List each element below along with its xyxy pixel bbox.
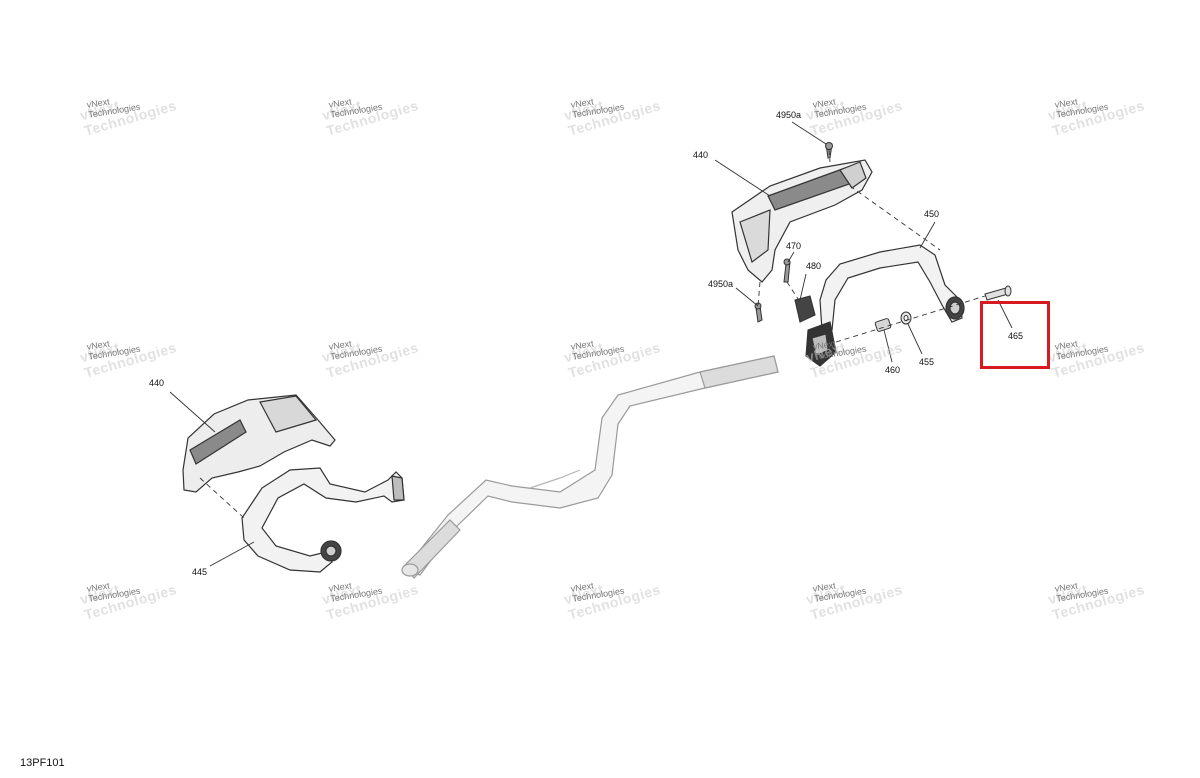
- callout-455[interactable]: 455: [919, 357, 935, 367]
- callout-4950a-top[interactable]: 4950a: [776, 110, 802, 120]
- clamp-480: [794, 295, 837, 367]
- alignment-lines: [199, 149, 986, 519]
- spacer-460: [874, 318, 892, 332]
- washer-455: [900, 311, 912, 325]
- bolt-465: [984, 285, 1012, 301]
- callout-480[interactable]: 480: [806, 261, 822, 271]
- screw-4950a-left: [754, 302, 763, 323]
- highlight-box-465: [980, 301, 1050, 369]
- screw-470: [783, 258, 791, 283]
- callout-450[interactable]: 450: [924, 209, 940, 219]
- callout-445[interactable]: 445: [192, 567, 208, 577]
- callout-465[interactable]: 465: [1008, 331, 1024, 341]
- callout-440-right[interactable]: 440: [693, 150, 709, 160]
- screw-4950a-top: [825, 142, 833, 159]
- right-handguard-shell: [731, 159, 873, 283]
- callout-470[interactable]: 470: [786, 241, 802, 251]
- callout-460[interactable]: 460: [885, 365, 901, 375]
- right-handguard-bracket: [819, 244, 965, 331]
- left-handguard-bracket: [241, 467, 405, 573]
- leader-lines: [169, 121, 1013, 567]
- callout-4950a-left[interactable]: 4950a: [708, 279, 734, 289]
- callout-440-left[interactable]: 440: [149, 378, 165, 388]
- left-handguard-shell: [182, 394, 336, 493]
- diagram-code: 13PF101: [20, 757, 65, 769]
- handlebar: [401, 355, 779, 579]
